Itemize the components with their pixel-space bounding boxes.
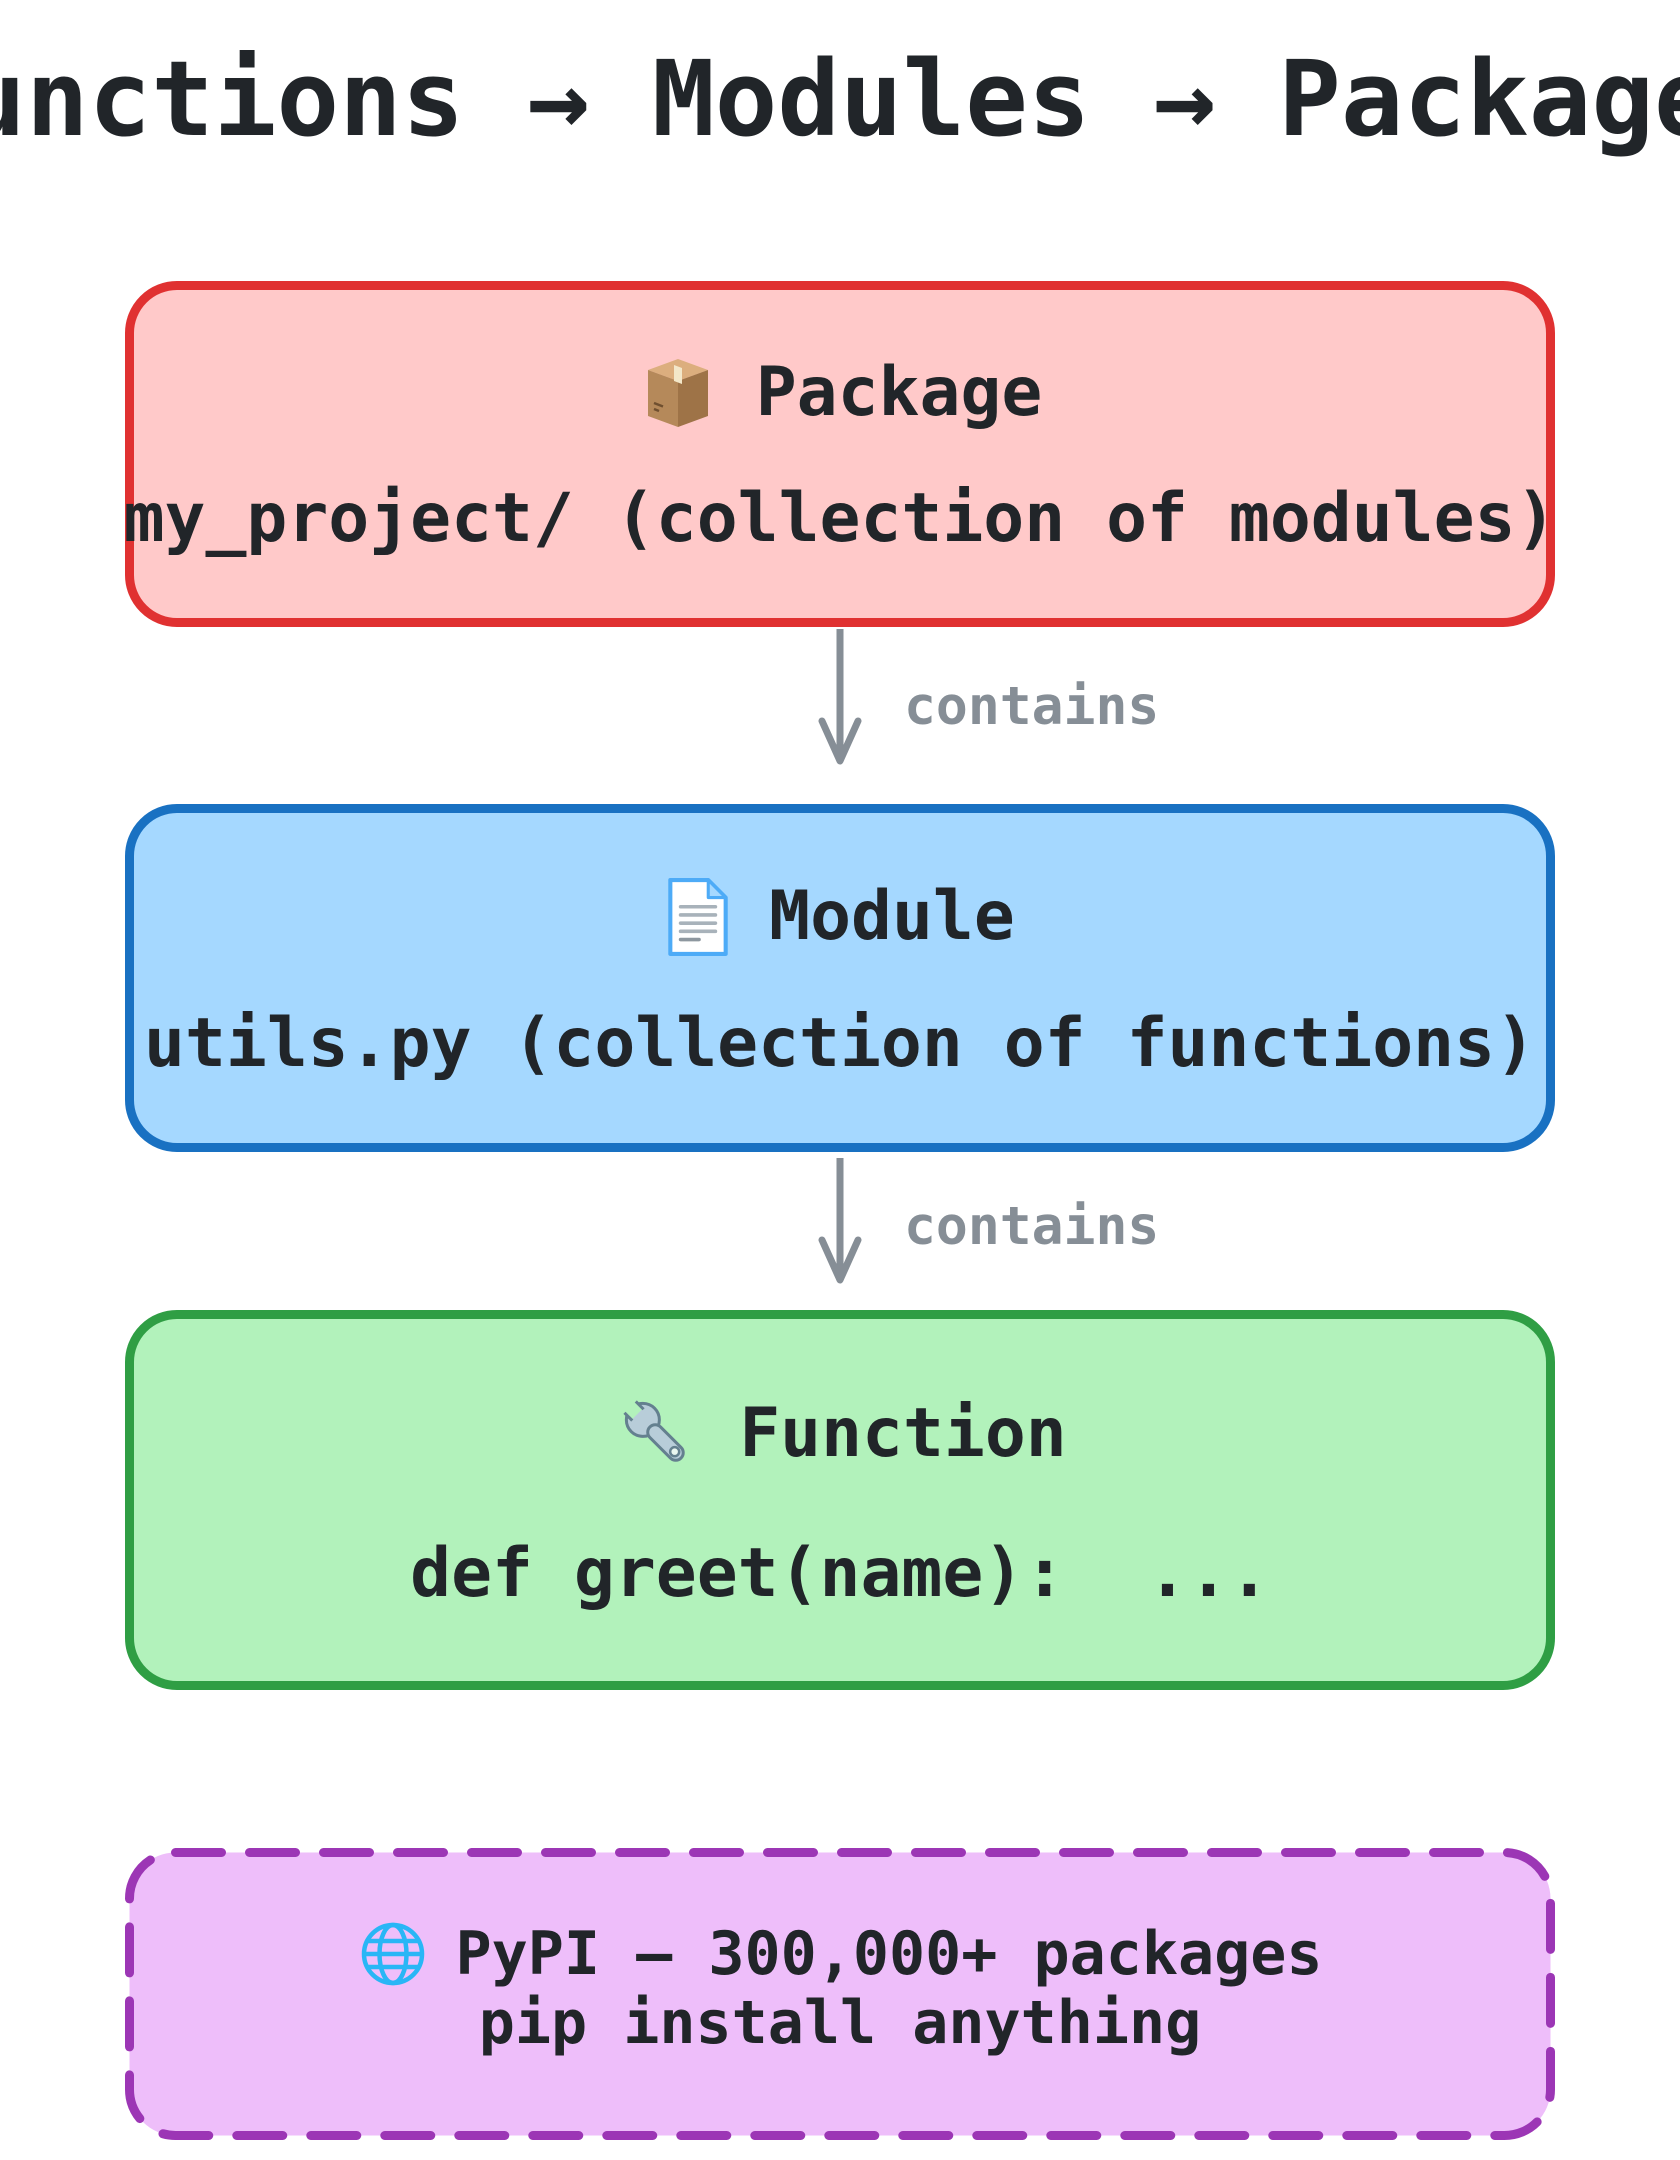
pypi-headline: PyPI — 300,000+ packages: [455, 1919, 1323, 1989]
pypi-box: PyPI — 300,000+ packages pip install any…: [125, 1848, 1555, 2140]
contains-label-2: contains: [904, 1196, 1160, 1257]
module-box: Module utils.py (collection of functions…: [125, 804, 1555, 1152]
module-title-row: Module: [665, 876, 1015, 958]
function-title-row: Function: [613, 1390, 1067, 1478]
page-title: Functions → Modules → Packages: [0, 38, 1680, 160]
module-label: Module: [769, 877, 1015, 956]
module-detail: utils.py (collection of functions): [144, 1004, 1536, 1083]
pypi-line-1: PyPI — 300,000+ packages: [358, 1918, 1323, 1990]
pypi-content: PyPI — 300,000+ packages pip install any…: [125, 1848, 1555, 2140]
module-icon: [668, 878, 728, 956]
function-label: Function: [739, 1394, 1067, 1473]
package-label: Package: [755, 353, 1043, 432]
package-detail: my_project/ (collection of modules): [123, 479, 1557, 558]
function-detail: def greet(name): ...: [410, 1534, 1270, 1613]
function-box: Function def greet(name): ...: [125, 1310, 1555, 1690]
package-title-row: Package: [638, 353, 1043, 433]
contains-arrow-1: [818, 629, 862, 765]
pypi-subline: pip install anything: [478, 1988, 1202, 2058]
wrench-icon: [617, 1394, 685, 1462]
pypi-dashed-border: [125, 1848, 1555, 2140]
globe-icon: [361, 1922, 424, 1986]
package-box: Package my_project/ (collection of modul…: [123, 281, 1557, 627]
package-icon: [647, 359, 708, 427]
contains-label-1: contains: [904, 676, 1160, 737]
contains-arrow-2: [818, 1158, 862, 1284]
